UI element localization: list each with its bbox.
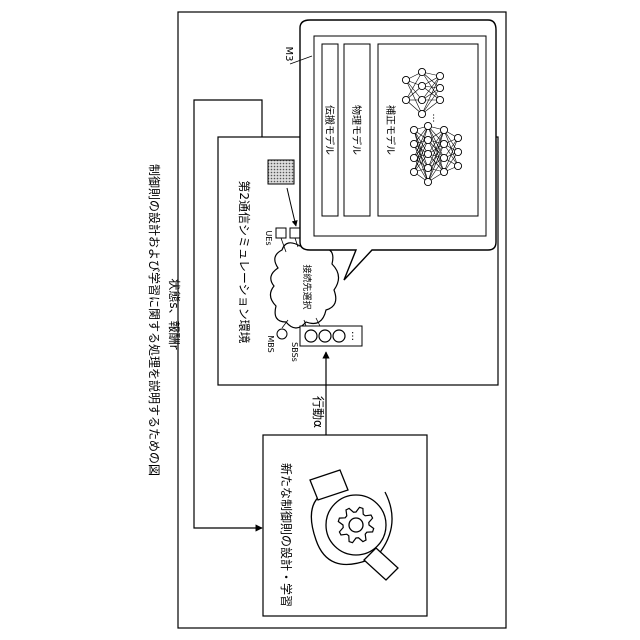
nn-node [424, 136, 431, 143]
action-label: 行動α [311, 396, 325, 428]
sbs-label: SBSs [290, 342, 299, 362]
mbs-node [277, 329, 287, 339]
feedback-label: 状態s、報酬r [167, 278, 182, 349]
nn-node [418, 68, 425, 75]
nn-node [418, 96, 425, 103]
nn-node [454, 148, 461, 155]
model-label-propagation: 伝搬モデル [323, 105, 336, 155]
simulation-environment-title: 第2通信シミュレーション環境 [237, 180, 252, 343]
nn-ellipsis: … [430, 114, 440, 123]
model-label-correction: 補正モデル [384, 105, 397, 155]
nn-node [410, 154, 417, 161]
nn-node [424, 150, 431, 157]
nn-node [440, 140, 447, 147]
nn-node [410, 140, 417, 147]
design-learning-title: 新たな制御則の設計・学習 [279, 463, 294, 607]
nn-node [436, 96, 443, 103]
nn-node [410, 126, 417, 133]
model-ref-label: M3 [283, 47, 294, 62]
ue-square [290, 228, 300, 238]
sbs-node [333, 330, 345, 342]
nn-node [402, 96, 409, 103]
nn-node [440, 154, 447, 161]
nn-node [436, 84, 443, 91]
nn-node [410, 168, 417, 175]
nn-node [424, 178, 431, 185]
ue-label: UEs [264, 230, 273, 245]
nn-node [436, 72, 443, 79]
nn-node [454, 162, 461, 169]
model-label-physical: 物理モデル [350, 105, 363, 155]
nn-node [440, 126, 447, 133]
nn-node [402, 76, 409, 83]
sbs-ellipsis: … [349, 331, 360, 341]
sbs-node [305, 330, 317, 342]
nn-node [440, 168, 447, 175]
nn-node [424, 122, 431, 129]
sbs-node [319, 330, 331, 342]
source-square [268, 160, 294, 184]
nn-node [418, 82, 425, 89]
ue-square [276, 228, 286, 238]
figure-caption: 制御則の設計および学習に関する処理を説明するための図 [147, 164, 162, 476]
nn-node [454, 134, 461, 141]
mbs-label: MBS [266, 335, 275, 352]
cloud-label: 接続先選択 [301, 264, 313, 309]
nn-node [424, 164, 431, 171]
nn-node [418, 110, 425, 117]
